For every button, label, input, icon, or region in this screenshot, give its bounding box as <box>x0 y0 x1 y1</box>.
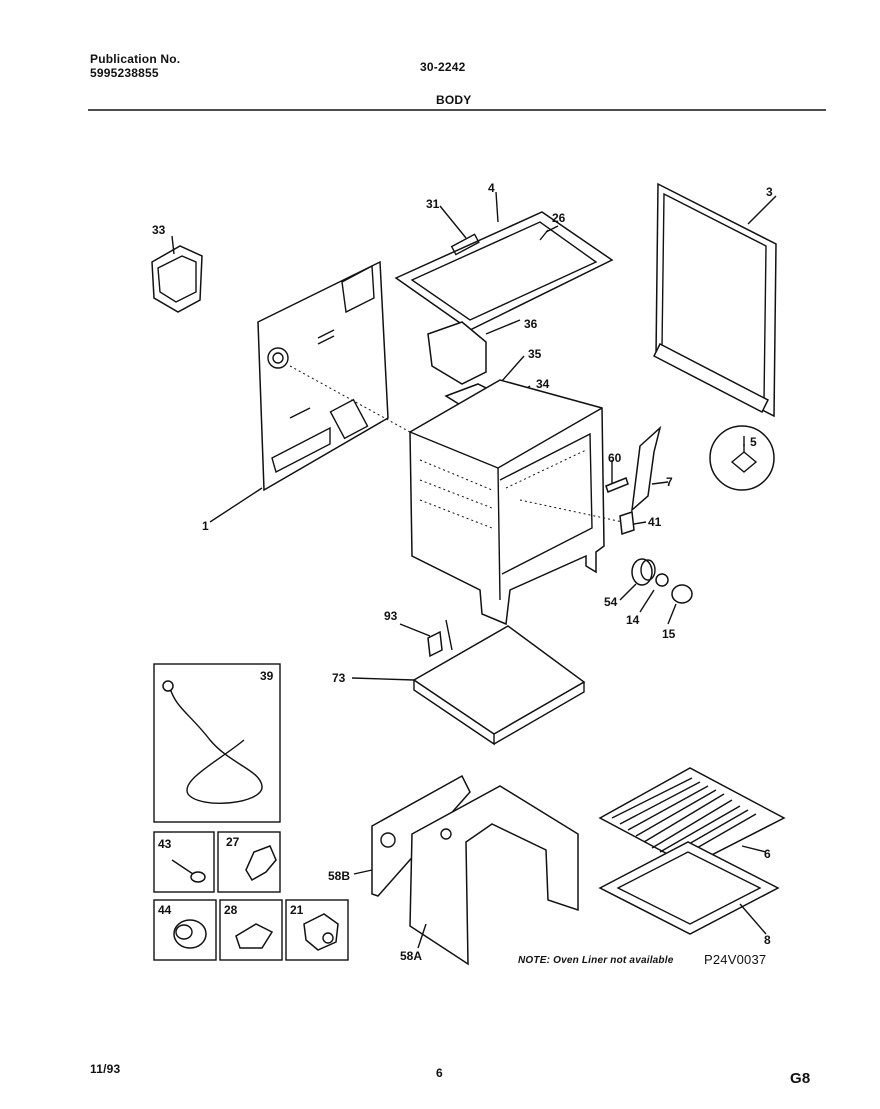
callout-41: 41 <box>648 515 662 529</box>
callout-93: 93 <box>384 609 398 623</box>
part-41-clip <box>619 510 647 536</box>
publication-number: 5995238855 <box>90 66 159 80</box>
callout-28: 28 <box>224 903 238 917</box>
leader-33 <box>171 235 175 255</box>
oven-liner-note: NOTE: Oven Liner not available <box>518 955 674 966</box>
part-93-bracket <box>399 619 453 658</box>
callout-58a: 58A <box>400 949 422 963</box>
inset-44-grommet <box>153 899 217 961</box>
callout-8: 8 <box>764 933 771 947</box>
callout-14: 14 <box>626 613 640 627</box>
part-1-back-panel <box>209 260 389 523</box>
publication-label: Publication No. <box>90 52 181 66</box>
footer-code: G8 <box>790 1070 811 1087</box>
inset-28-clip <box>219 899 283 961</box>
part-5-leveling-leg <box>709 425 775 491</box>
inset-27-clip <box>217 831 281 893</box>
part-15-knob <box>671 584 693 604</box>
oven-body <box>409 379 633 626</box>
callout-54: 54 <box>604 595 618 609</box>
part-4-top-cover <box>394 191 614 331</box>
callout-15: 15 <box>662 627 676 641</box>
callout-39: 39 <box>260 669 274 683</box>
callout-34: 34 <box>536 377 550 391</box>
part-54-switch <box>631 558 656 586</box>
callout-60: 60 <box>608 451 622 465</box>
callout-31: 31 <box>426 197 440 211</box>
callout-27: 27 <box>226 835 240 849</box>
callout-58b: 58B <box>328 869 350 883</box>
diagram-id: P24V0037 <box>704 952 767 967</box>
footer-page-number: 6 <box>436 1066 443 1080</box>
inset-43-screw <box>153 831 215 893</box>
callout-36: 36 <box>524 317 538 331</box>
model-number: 30-2242 <box>420 60 466 74</box>
callout-5: 5 <box>750 435 757 449</box>
part-14-spring <box>655 573 669 587</box>
callout-1: 1 <box>202 519 209 533</box>
callout-44: 44 <box>158 903 172 917</box>
callout-7: 7 <box>666 475 673 489</box>
footer-date: 11/93 <box>90 1062 121 1076</box>
inset-21-bracket <box>285 899 349 961</box>
part-60-hinge <box>605 477 629 493</box>
part-58a-insulation <box>409 785 579 966</box>
callout-73: 73 <box>332 671 346 685</box>
callout-35: 35 <box>528 347 542 361</box>
part-36-duct <box>427 319 521 385</box>
inset-39-power-cord <box>153 663 281 823</box>
callout-6: 6 <box>764 847 771 861</box>
section-title: BODY <box>436 93 472 107</box>
part-8-broiler-pan <box>598 841 780 935</box>
callout-33: 33 <box>152 223 166 237</box>
part-7-bracket <box>631 425 669 512</box>
callout-4: 4 <box>488 181 495 195</box>
part-33-bracket <box>151 245 203 313</box>
callout-43: 43 <box>158 837 172 851</box>
part-73-bottom-panel <box>351 625 586 746</box>
leader-26 <box>539 229 549 241</box>
callout-26: 26 <box>552 211 566 225</box>
callout-3: 3 <box>766 185 773 199</box>
callout-21: 21 <box>290 903 304 917</box>
part-3-side-panel <box>652 182 777 418</box>
